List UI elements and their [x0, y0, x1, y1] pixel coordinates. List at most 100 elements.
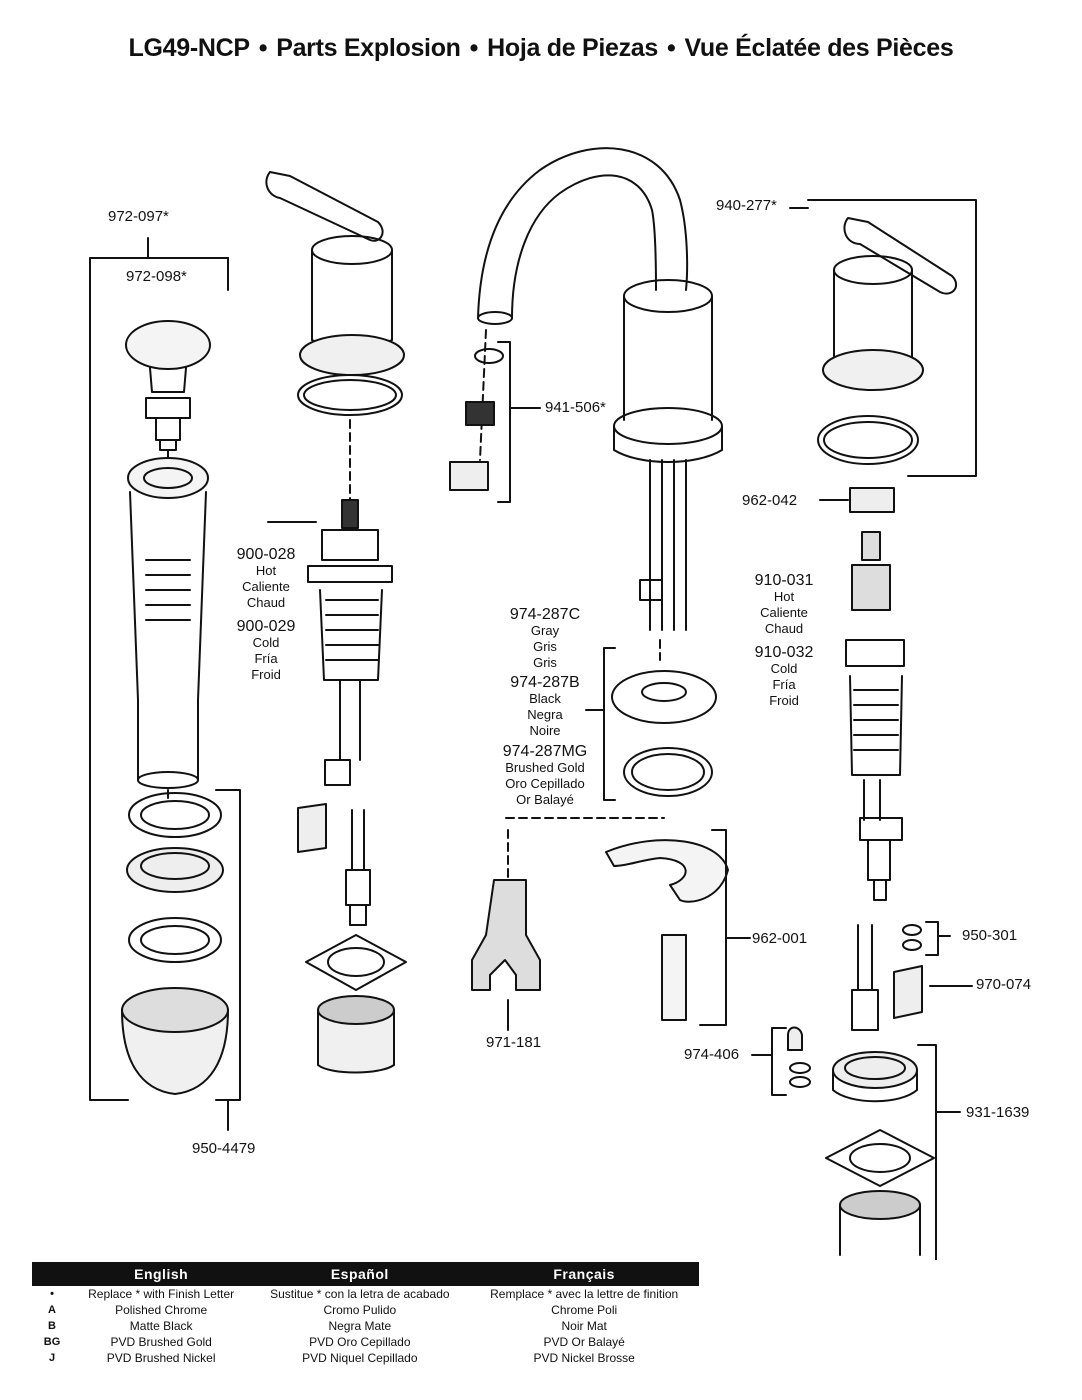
legend-french: Noir Mat [561, 1319, 607, 1333]
oring-950-301-b [902, 939, 922, 951]
drain-assembly-drawing [89, 237, 241, 1131]
hot-handle-oring-inner [303, 379, 397, 411]
hot-es: Caliente [760, 605, 808, 620]
legend-french: Chrome Poli [551, 1303, 618, 1317]
spout-base [613, 425, 723, 463]
legend-english: Matte Black [129, 1319, 193, 1333]
spout-outlet [477, 311, 513, 325]
cold-en: Cold [770, 661, 798, 676]
cold-handle-base [822, 349, 924, 391]
label-971-181: 971-181 [486, 1034, 542, 1051]
cold-handle-top [833, 255, 913, 285]
mounting-bracket [605, 839, 729, 903]
legend-french: PVD Or Balayé [543, 1335, 625, 1349]
cold-locknut-top [839, 1190, 921, 1220]
cold-supply-lower [851, 924, 879, 1031]
legend-english: PVD Brushed Gold [110, 1335, 212, 1349]
legend-header-code [32, 1262, 72, 1286]
label-910-032: 910-032 Cold Fría Froid [746, 644, 822, 709]
hot-handle-top [311, 235, 393, 265]
part-number-900-029: 900-029 [236, 618, 296, 635]
title-spanish: Hoja de Piezas [487, 34, 658, 62]
drain-gasket-hole [140, 852, 210, 880]
part-number-900-028: 900-028 [236, 546, 296, 563]
hot-handle-oring [297, 374, 403, 416]
spout-gooseneck [477, 147, 689, 319]
mounting-sleeve [661, 934, 687, 1021]
drain-locknut [121, 1009, 229, 1095]
cold-gasket-square [825, 1129, 935, 1187]
bracket-962-001 [699, 829, 751, 1026]
drain-washer-1 [128, 792, 222, 838]
gold-en: Brushed Gold [505, 760, 585, 775]
label-940-277: 940-277* [716, 197, 777, 214]
drain-body [129, 491, 207, 781]
black-fr: Noire [529, 723, 561, 738]
legend-code: J [48, 1352, 56, 1364]
black-es: Negra [527, 707, 563, 722]
drain-stopper-stem [145, 367, 191, 451]
spout-body-top [623, 279, 713, 313]
cold-bonnet-nut [849, 487, 895, 513]
drain-locknut-top [121, 987, 229, 1033]
legend-spanish: Cromo Pulido [323, 1303, 397, 1317]
gray-es: Gris [533, 639, 557, 654]
label-900-029: 900-029 Cold Fría Froid [228, 618, 304, 683]
label-950-301: 950-301 [962, 927, 1018, 944]
label-972-098: 972-098* [126, 268, 187, 285]
hot-handle-base [299, 334, 405, 376]
legend-code: B [48, 1320, 56, 1332]
hot-adapter [297, 803, 327, 853]
drain-flange-opening [143, 467, 193, 489]
bracket-974-406 [751, 1027, 787, 1096]
cold-gasket-hole [849, 1143, 911, 1173]
aerator-washer [474, 348, 504, 364]
bracket-972-097 [89, 237, 229, 1101]
title-separator: • [666, 34, 676, 62]
cold-cartridge [851, 531, 891, 611]
cold-handle-oring [817, 415, 919, 465]
spout-body [623, 295, 713, 421]
drain-stopper-cap [125, 320, 211, 370]
bracket-950-4479 [215, 789, 241, 1131]
spout-shank [639, 459, 687, 631]
hot-locknut-top [317, 995, 395, 1025]
hot-valve-body [307, 529, 393, 681]
label-941-506: 941-506* [545, 399, 606, 416]
bracket-940-277 [789, 199, 977, 477]
legend-row: BG PVD Brushed Gold PVD Oro Cepillado PV… [32, 1334, 699, 1350]
legend-header-french: Français [469, 1262, 699, 1286]
legend-spanish: Sustitue * con la letra de acabado [270, 1287, 450, 1301]
cold-mount-nut-side [832, 1069, 918, 1103]
cold-es: Fría [772, 677, 796, 692]
hot-en: Hot [255, 563, 277, 578]
page-title: LG49-NCP•Parts Explosion•Hoja de Piezas•… [0, 34, 1082, 63]
gray-en: Gray [530, 623, 560, 638]
mounting-drawing [471, 639, 751, 1031]
label-910-031: 910-031 Hot Caliente Chaud [746, 572, 822, 637]
hot-valve-drawing [265, 171, 407, 1074]
cold-valve-drawing [751, 199, 977, 1260]
label-974-406: 974-406 [684, 1046, 740, 1063]
aerator [465, 401, 495, 426]
aerator-housing [449, 461, 489, 491]
part-number-974-287MG: 974-287MG [502, 743, 588, 760]
escutcheon-gasket [623, 747, 713, 797]
part-number-974-287C: 974-287C [509, 606, 581, 623]
hot-supply-tube [324, 679, 361, 786]
cold-es: Fría [254, 651, 278, 666]
bracket-941-506 [497, 341, 541, 503]
cold-fr: Froid [769, 693, 799, 708]
cold-supply-tube [859, 779, 903, 901]
cold-handle-oring-inner [823, 421, 913, 459]
legend-code: • [50, 1288, 54, 1300]
part-number-974-287B: 974-287B [510, 674, 580, 691]
bracket-931-1639 [917, 1044, 961, 1260]
legend-header-row: English Español Français [32, 1262, 699, 1286]
legend-header-english: English [72, 1262, 251, 1286]
hot-en: Hot [773, 589, 795, 604]
hot-handle-lever [265, 171, 384, 242]
escutcheon-plate [611, 670, 717, 724]
drain-flange [127, 457, 209, 499]
title-english: Parts Explosion [276, 34, 461, 62]
